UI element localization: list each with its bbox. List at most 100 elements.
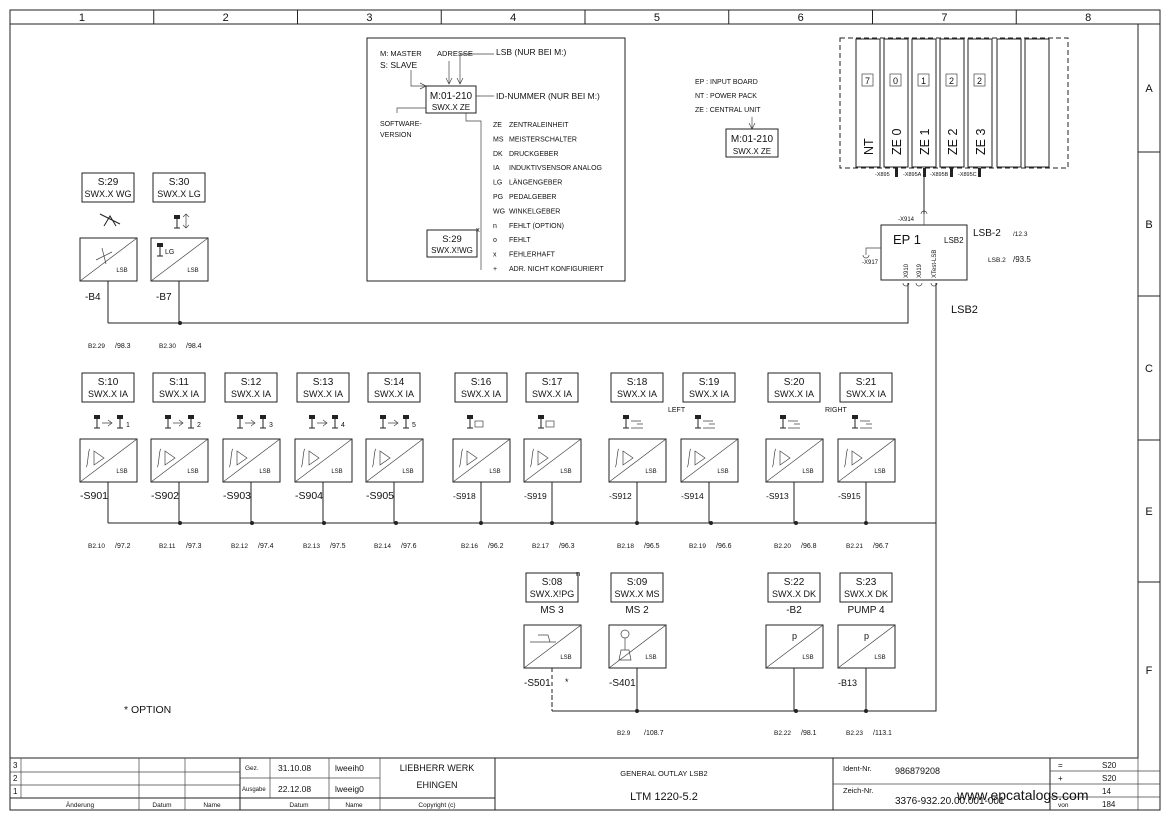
inductive-sensor-icon	[237, 417, 243, 429]
module-lsb-tag: LSB	[645, 655, 656, 661]
bus-reference: B2.12	[231, 543, 248, 550]
rack-slot-number: 2	[949, 76, 954, 86]
address-box	[367, 372, 421, 403]
sensor-head-icon	[94, 415, 100, 419]
legend-master: M: MASTER	[380, 49, 422, 58]
rack-slot	[1024, 38, 1050, 168]
address-label: S:14	[384, 377, 405, 388]
legend-example-line2: SWX.X!WG	[431, 246, 473, 255]
module-type: SWX.X IA	[159, 389, 199, 399]
ausgabe-date: 22.12.08	[278, 784, 311, 794]
column-number: 2	[223, 12, 229, 24]
inductive-sensor-icon	[94, 417, 100, 429]
column-number: 4	[510, 12, 516, 24]
slide-target-icon	[703, 420, 715, 429]
legend-code: LG	[493, 180, 502, 187]
legend-id-nummer: ID-NUMMER (NUR BEI M:)	[496, 91, 600, 101]
address-label: S:20	[784, 377, 805, 388]
address-box	[525, 372, 579, 403]
address-box	[610, 372, 664, 403]
sensor-head-icon	[623, 415, 629, 419]
inductive-sensor-icon	[188, 417, 194, 429]
module-lsb-tag: LSB	[259, 469, 270, 475]
inductive-sensor-icon	[332, 417, 338, 429]
device-name: -S912	[609, 491, 632, 501]
bus-reference: B2.30	[159, 343, 176, 350]
cu-line1: M:01-210	[731, 134, 774, 145]
address-label: S:22	[784, 577, 805, 588]
eq-value: S20	[1102, 761, 1117, 770]
sensor-head-icon	[332, 415, 338, 419]
junction-dot	[794, 521, 798, 525]
inductive-sensor-icon	[467, 417, 473, 429]
module-lsb-tag: LSB	[874, 469, 885, 475]
page-reference: /97.6	[401, 543, 417, 550]
sensor-head-icon	[174, 215, 180, 219]
ident-label: Ident-Nr.	[843, 764, 872, 773]
module-diagonal	[150, 438, 209, 483]
page-reference: /97.3	[186, 543, 202, 550]
page-reference: /97.2	[115, 543, 131, 550]
legend-id-line2: SWX.X ZE	[432, 103, 470, 112]
legend-version: VERSION	[380, 132, 412, 139]
address-box	[454, 372, 508, 403]
legend-slave: S: SLAVE	[380, 60, 417, 70]
module-type: SWX.X IA	[774, 389, 814, 399]
module-diagonal	[79, 438, 138, 483]
legend-adresse: ADRESSE	[437, 49, 473, 58]
junction-dot	[394, 521, 398, 525]
sheet-total: 184	[1102, 800, 1116, 809]
module-diagonal	[523, 438, 582, 483]
legend-code: PG	[493, 194, 503, 201]
column-number: 3	[366, 12, 372, 24]
module-lsb-tag: LSB	[187, 268, 198, 274]
rack-slot	[939, 38, 965, 168]
amplifier-icon	[236, 450, 248, 466]
lsb2-bus-label: LSB2	[951, 304, 978, 316]
module-type: SWX.X MS	[614, 589, 659, 599]
module-lsb-tag: LSB	[874, 655, 885, 661]
address-box	[152, 172, 206, 203]
footer-name: Name	[345, 802, 363, 809]
row-letter: F	[1146, 665, 1153, 677]
device-name: -B4	[85, 292, 101, 303]
legend-box: M: MASTER S: SLAVE ADRESSE LSB (NUR BEI …	[366, 37, 626, 282]
col-aenderung: Änderung	[66, 801, 95, 809]
inductive-sensor-icon	[852, 417, 858, 429]
ident-number: 986879208	[895, 766, 940, 776]
module-type: SWX.X IA	[88, 389, 128, 399]
integral-icon	[85, 448, 91, 468]
module-type: SWX.X IA	[532, 389, 572, 399]
page-reference: /96.3	[559, 543, 575, 550]
plus-label: +	[1058, 774, 1063, 783]
rack-slot-number-box	[889, 73, 902, 87]
address-label: S:09	[627, 577, 648, 588]
device-name: -S501	[524, 678, 551, 689]
legend-example-line1: S:29	[442, 234, 462, 245]
module-inner-label: LG	[165, 249, 174, 256]
rack-slot-number-box	[945, 73, 958, 87]
ep1-label: EP 1	[893, 232, 921, 247]
bus-reference: B2.18	[617, 543, 634, 550]
inductive-sensor-icon	[780, 417, 786, 429]
col-name: Name	[203, 802, 221, 809]
legend-code: +	[493, 266, 497, 273]
legend-code: x	[493, 252, 497, 259]
module-type: SWX.X IA	[303, 389, 343, 399]
module-type: SWX.X LG	[157, 189, 201, 199]
length-arrow-icon	[182, 213, 190, 229]
page-reference: /98.4	[186, 343, 202, 350]
rack-slot-number-box	[861, 73, 874, 87]
slide-target-icon	[631, 420, 643, 429]
sensor-head-icon	[237, 415, 243, 419]
position-number: 4	[341, 422, 345, 429]
legend-code-text: MEISTERSCHALTER	[509, 136, 577, 143]
option-mark: n	[576, 569, 580, 578]
rack-slot-number-box	[917, 73, 930, 87]
company-line2: EHINGEN	[416, 780, 457, 790]
gez-date: 31.10.08	[278, 763, 311, 773]
legend-software: SOFTWARE-	[380, 121, 422, 128]
sensor-head-icon	[780, 415, 786, 419]
